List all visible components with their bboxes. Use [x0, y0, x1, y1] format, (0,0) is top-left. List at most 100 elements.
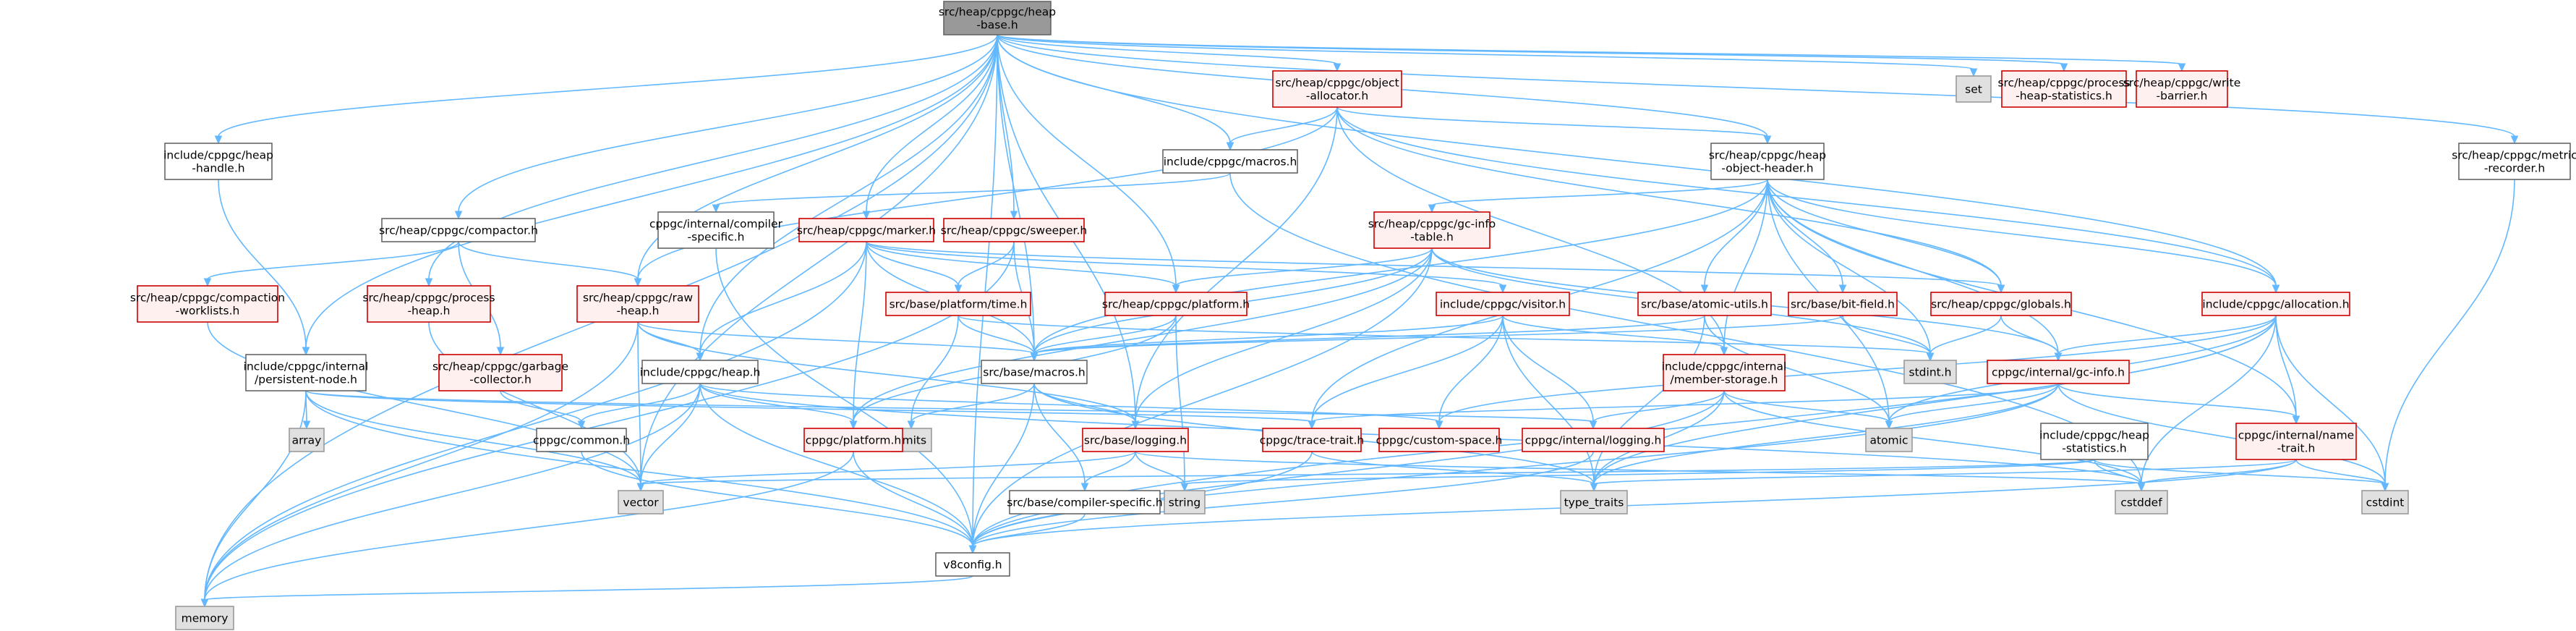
node-pnode[interactable]: include/cppgc/internal/persistent-node.h	[244, 354, 369, 391]
node-label: include/cppgc/heap	[2039, 429, 2149, 442]
node-label: src/heap/cppgc/platform.h	[1102, 298, 1250, 311]
edge-imacros-to-compspec	[712, 172, 1231, 213]
node-common[interactable]: cppgc/common.h	[533, 428, 630, 452]
edge-bitfield-to-bmacros	[1030, 315, 1843, 362]
node-ilogging[interactable]: cppgc/internal/logging.h	[1522, 428, 1665, 452]
node-box	[1522, 428, 1665, 452]
edge-root-to-oalloc	[997, 34, 1342, 72]
node-label: src/base/platform/time.h	[890, 298, 1028, 311]
node-hoh[interactable]: src/heap/cppgc/heap-object-header.h	[1709, 143, 1826, 180]
node-root[interactable]: src/heap/cppgc/heap-base.h	[939, 1, 1056, 35]
node-label: atomic	[1870, 434, 1908, 447]
node-box	[1710, 143, 1825, 180]
edge-cplatform-to-v8config	[853, 451, 977, 554]
node-label: -statistics.h	[2062, 442, 2126, 455]
node-label: cstddef	[2120, 496, 2162, 509]
node-label: cppgc/trace-trait.h	[1260, 434, 1364, 447]
node-box	[1378, 428, 1500, 452]
edge-compactor-to-rawheap	[458, 241, 642, 287]
node-customspace[interactable]: cppgc/custom-space.h	[1376, 428, 1503, 452]
node-cstddef[interactable]: cstddef	[2115, 490, 2168, 514]
node-wb[interactable]: src/heap/cppgc/write-barrier.h	[2123, 70, 2241, 108]
node-metric[interactable]: src/heap/cppgc/metric-recorder.h	[2452, 143, 2576, 180]
node-label: src/heap/cppgc/compactor.h	[379, 224, 538, 237]
node-box	[2136, 70, 2228, 108]
node-imacros[interactable]: include/cppgc/macros.h	[1162, 149, 1298, 174]
node-cstdint[interactable]: cstdint	[2361, 490, 2409, 514]
node-memory[interactable]: memory	[175, 606, 234, 630]
node-label: -recorder.h	[2484, 162, 2545, 175]
node-label: src/heap/cppgc/raw	[583, 292, 693, 305]
node-box	[164, 143, 273, 180]
node-bcompspec[interactable]: src/base/compiler-specific.h	[1007, 490, 1163, 514]
edge-gcinfotable-to-hplatform	[1172, 247, 1433, 294]
node-stdint[interactable]: stdint.h	[1903, 360, 1957, 384]
edge-blogging-to-bcompspec	[1080, 451, 1136, 492]
node-bmacros[interactable]: src/base/macros.h	[981, 360, 1088, 384]
node-compactor[interactable]: src/heap/cppgc/compactor.h	[379, 218, 538, 242]
node-box	[981, 360, 1088, 384]
edge-bmacros-to-blogging	[1033, 383, 1140, 430]
node-allocation[interactable]: include/cppgc/allocation.h	[2201, 292, 2350, 316]
node-blogging[interactable]: src/base/logging.h	[1082, 428, 1189, 452]
edge-root-to-hhandle	[214, 34, 998, 145]
edge-gcinfo-to-tracetrait	[1308, 383, 2059, 430]
node-sweeper[interactable]: src/heap/cppgc/sweeper.h	[941, 218, 1087, 242]
edge-hstats-to-vector	[636, 459, 2095, 492]
edge-memstorage-to-ilogging	[1589, 390, 1725, 430]
node-box	[367, 285, 491, 323]
node-label: src/heap/cppgc/metric	[2452, 149, 2576, 162]
node-atomicutils[interactable]: src/base/atomic-utils.h	[1637, 292, 1772, 316]
node-box	[245, 354, 367, 391]
node-gcinfotable[interactable]: src/heap/cppgc/gc-info-table.h	[1368, 211, 1496, 249]
node-box	[803, 428, 903, 452]
node-box	[641, 360, 759, 384]
node-set[interactable]: set	[1956, 75, 1992, 103]
node-typetraits[interactable]: type_traits	[1560, 490, 1628, 514]
node-hhandle[interactable]: include/cppgc/heap-handle.h	[163, 143, 273, 180]
node-string[interactable]: string	[1164, 490, 1206, 514]
node-memstorage[interactable]: include/cppgc/internal/member-storage.h	[1662, 354, 1787, 391]
node-box	[1987, 360, 2130, 384]
node-oalloc[interactable]: src/heap/cppgc/object-allocator.h	[1272, 70, 1402, 108]
node-bitfield[interactable]: src/base/bit-field.h	[1788, 292, 1898, 316]
node-label: string	[1169, 496, 1201, 509]
node-label: /member-storage.h	[1671, 373, 1778, 386]
node-gcinfo[interactable]: cppgc/internal/gc-info.h	[1987, 360, 2130, 384]
node-vector[interactable]: vector	[618, 490, 664, 514]
node-iheap[interactable]: include/cppgc/heap.h	[640, 360, 761, 384]
node-atomic[interactable]: atomic	[1865, 428, 1913, 452]
node-array[interactable]: array	[289, 428, 325, 452]
node-compspec[interactable]: cppgc/internal/compiler-specific.h	[649, 211, 783, 249]
node-label: -object-header.h	[1721, 162, 1813, 175]
node-nametrait[interactable]: cppgc/internal/name-trait.h	[2235, 423, 2357, 460]
node-label: include/cppgc/internal	[1662, 360, 1787, 373]
node-phs[interactable]: src/heap/cppgc/process-heap-statistics.h	[1997, 70, 2131, 108]
node-prochheap[interactable]: src/heap/cppgc/process-heap.h	[362, 285, 495, 323]
node-cplatform[interactable]: cppgc/platform.h	[803, 428, 903, 452]
node-box	[1262, 428, 1362, 452]
node-globals[interactable]: src/heap/cppgc/globals.h	[1930, 292, 2072, 316]
edge-gcinfo-to-atomic	[1885, 383, 2059, 430]
node-label: -base.h	[976, 19, 1018, 32]
node-ptime[interactable]: src/base/platform/time.h	[885, 292, 1031, 316]
node-v8config[interactable]: v8config.h	[935, 552, 1010, 577]
node-gccollector[interactable]: src/heap/cppgc/garbage-collector.h	[432, 354, 568, 391]
edge-globals-to-stdint	[1926, 315, 2002, 362]
node-label: src/base/bit-field.h	[1791, 298, 1895, 311]
edge-iheap-to-cplatform	[699, 383, 858, 430]
node-label: include/cppgc/internal	[244, 360, 369, 373]
node-marker[interactable]: src/heap/cppgc/marker.h	[797, 218, 936, 242]
node-compwl[interactable]: src/heap/cppgc/compaction-worklists.h	[130, 285, 285, 323]
node-rawheap[interactable]: src/heap/cppgc/raw-heap.h	[576, 285, 699, 323]
node-hplatform[interactable]: src/heap/cppgc/platform.h	[1102, 292, 1250, 316]
node-visitor[interactable]: include/cppgc/visitor.h	[1436, 292, 1570, 316]
node-label: /persistent-node.h	[255, 373, 357, 386]
edge-layer	[200, 34, 2519, 608]
node-label: src/heap/cppgc/process	[362, 292, 495, 305]
node-hstats[interactable]: include/cppgc/heap-statistics.h	[2039, 423, 2149, 460]
node-label: -handle.h	[192, 162, 244, 175]
node-label: src/heap/cppgc/heap	[1709, 149, 1826, 162]
node-tracetrait[interactable]: cppgc/trace-trait.h	[1260, 428, 1364, 452]
node-label: src/heap/cppgc/process	[1997, 77, 2130, 90]
